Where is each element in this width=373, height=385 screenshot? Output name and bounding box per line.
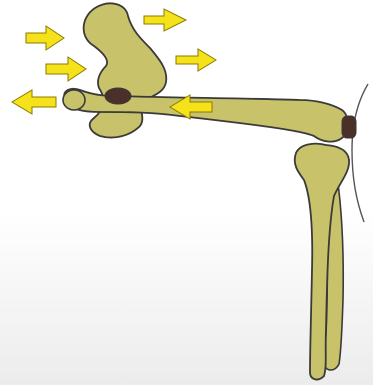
femoral-head bbox=[63, 90, 85, 110]
knee-joint bbox=[342, 116, 356, 138]
hip-joint bbox=[105, 88, 131, 104]
